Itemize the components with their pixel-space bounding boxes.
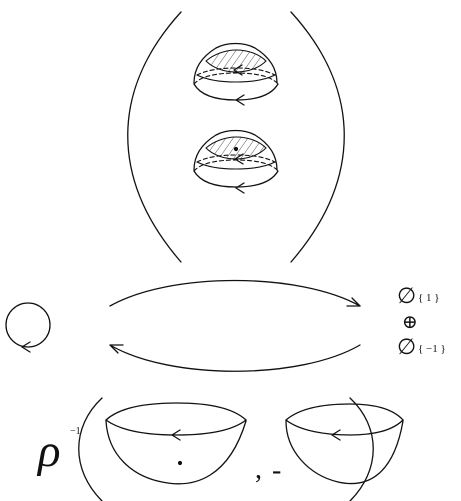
top-dome-1-arrow-upper (233, 64, 243, 76)
small-circle-group (5, 302, 51, 353)
bottom-right-bowl-arrow (331, 429, 341, 441)
top-dome-1 (193, 42, 279, 106)
small-circle (5, 302, 51, 348)
rho-symbol: ρ (36, 425, 61, 477)
top-dome-1-rear-seam (196, 67, 276, 76)
top-dome-1-bottom-rim (193, 83, 279, 101)
bottom-left-bowl-outline (105, 420, 247, 485)
set-one-label: { 1 } (418, 292, 440, 304)
top-dome-2-arrow-lower (235, 182, 245, 194)
top-dome-2-bottom-rim (193, 170, 279, 188)
empty-set-symbol-upper: ∅ (397, 283, 416, 308)
lower-curved-arrow (109, 344, 361, 372)
top-dome-1-hatched-cap (205, 49, 267, 73)
bottom-left-bowl-inner-rim (105, 419, 247, 436)
bottom-left-bowl-rim (105, 402, 247, 421)
top-left-parenthesis (127, 11, 182, 263)
upper-curved-arrow-head (346, 297, 361, 307)
top-dome-2-dot (233, 146, 239, 152)
set-minus-one-label: { −1 } (418, 343, 446, 355)
bottom-right-bowl-inner-rim (285, 419, 404, 436)
top-dome-2-arrow-upper (234, 153, 244, 165)
rho-superscript: −1 (70, 426, 81, 437)
bottom-left-bowl-arrow (171, 429, 181, 441)
direct-sum-symbol: ⊕ (402, 312, 418, 333)
top-dome-1-arrow-lower (235, 94, 245, 106)
bottom-right-bowl (285, 403, 404, 485)
top-dome-2 (193, 129, 279, 194)
top-dome-2-middle-seam (196, 161, 276, 170)
bottom-left-bowl-dot (177, 460, 183, 466)
right-set-labels: ∅ { 1 } ⊕ ∅ { −1 } (397, 283, 446, 359)
upper-curved-arrow (109, 279, 361, 307)
top-right-parenthesis (290, 11, 345, 263)
top-dome-1-middle-seam (196, 74, 276, 83)
lower-curved-arrow-head (109, 344, 124, 354)
empty-set-symbol-lower: ∅ (397, 334, 416, 359)
small-circle-arrow (21, 341, 31, 353)
top-dome-1-bottom-back-rim (193, 72, 279, 85)
top-dome-2-rear-seam (196, 154, 276, 163)
bottom-left-bowl (105, 402, 247, 485)
bottom-minus-sign: - (272, 455, 281, 486)
top-dome-2-outline (193, 129, 278, 171)
bottom-left-parenthesis (78, 397, 103, 501)
bottom-right-bowl-outline (285, 420, 404, 485)
bottom-right-bowl-rim (285, 403, 404, 421)
bottom-right-parenthesis (349, 397, 374, 501)
top-dome-1-outline (193, 42, 278, 84)
bottom-comma: , (255, 454, 262, 485)
